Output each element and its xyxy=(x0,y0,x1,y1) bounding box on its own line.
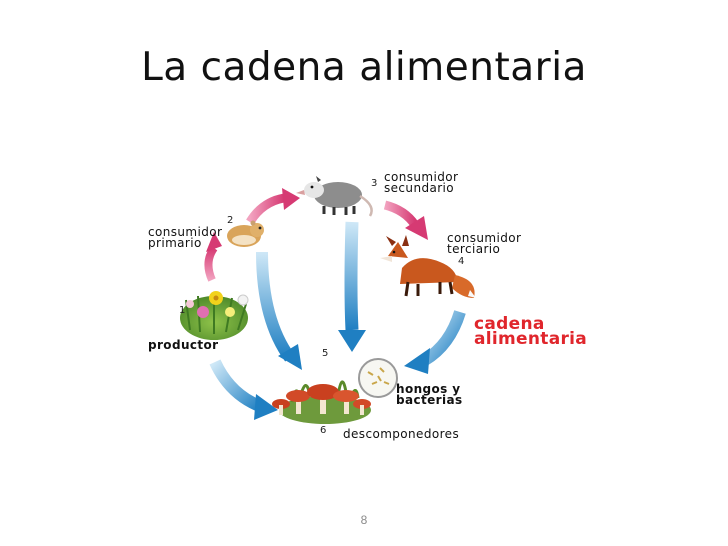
food-chain-heading: cadena alimentaria xyxy=(474,314,588,349)
node-4-number: 4 xyxy=(458,256,465,267)
primary-consumer-hamster-illustration xyxy=(227,220,264,247)
slide-title: La cadena alimentaria xyxy=(141,45,587,90)
bacteria-petri-dish-illustration xyxy=(358,358,398,398)
producer-label: productor xyxy=(148,338,219,352)
decomposers-fungi-illustration xyxy=(272,380,371,424)
secondary-consumer-label: consumidor secundario xyxy=(384,170,459,195)
blue-arrow-secondary-to-decomposers xyxy=(338,221,366,352)
secondary-consumer-opossum-illustration xyxy=(296,176,373,217)
node-5-number: 5 xyxy=(322,348,329,359)
blue-arrow-primary-to-decomposers xyxy=(256,251,302,370)
node-3-number: 3 xyxy=(371,178,378,189)
pink-arrow-secondary-to-tertiary xyxy=(383,200,428,240)
blue-arrow-tertiary-to-decomposers xyxy=(404,310,466,374)
page-number: 8 xyxy=(360,513,368,527)
primary-consumer-label: consumidor primario xyxy=(148,225,223,250)
node-6-number: 6 xyxy=(320,425,327,436)
pink-arrow-producer-to-primary xyxy=(204,232,222,282)
node-2-number: 2 xyxy=(227,215,234,226)
pink-arrow-primary-to-secondary xyxy=(246,188,300,225)
tertiary-consumer-label: consumidor terciario xyxy=(447,231,522,256)
producer-flowers-illustration xyxy=(180,291,249,340)
tertiary-consumer-fox-illustration xyxy=(380,235,476,298)
fungi-bacteria-label: hongos y bacterias xyxy=(396,382,463,407)
blue-arrow-producer-to-decomposers xyxy=(209,359,278,420)
node-1-number: 1 xyxy=(179,305,186,316)
decomposers-label: descomponedores xyxy=(343,427,460,441)
